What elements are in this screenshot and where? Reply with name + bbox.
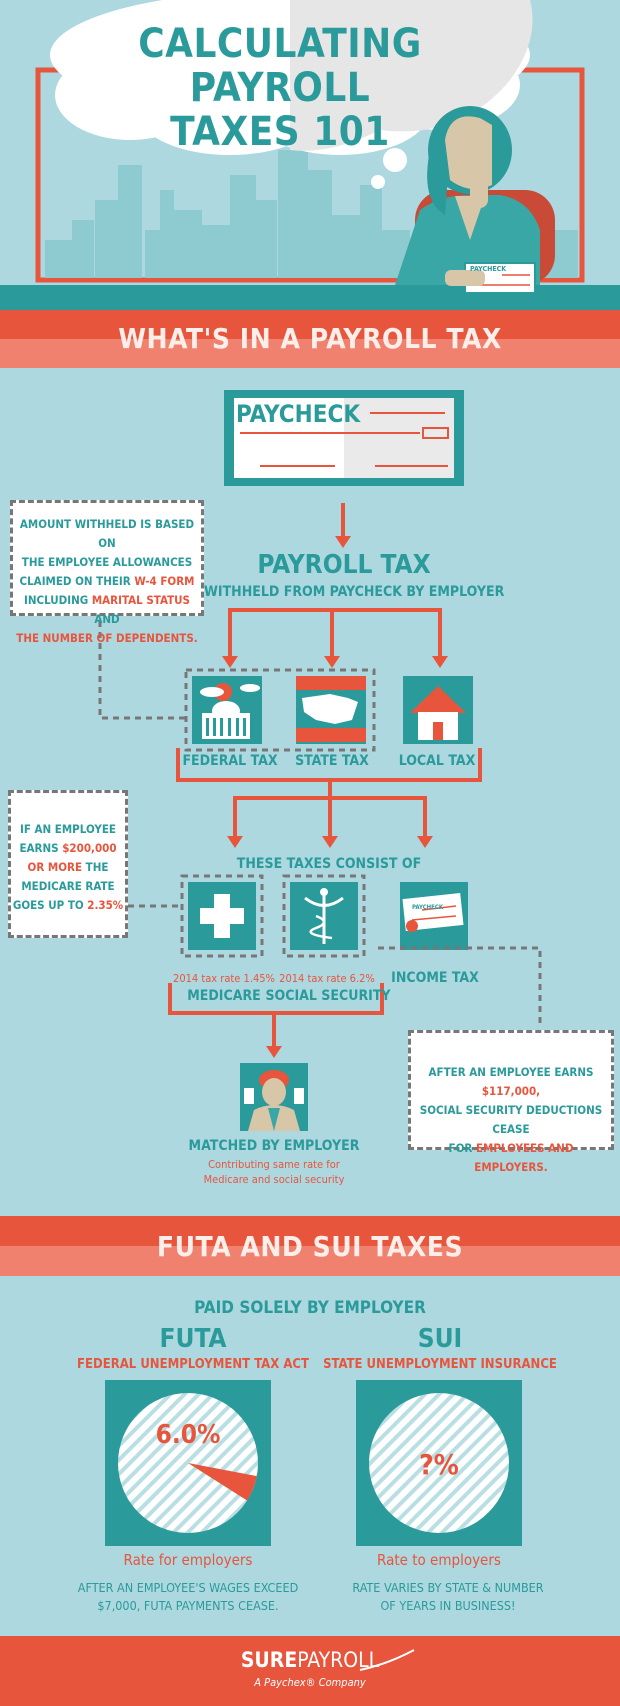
income-paycheck-label: PAYCHECK bbox=[412, 904, 444, 911]
medicare-rate: 2014 tax rate 1.45% bbox=[173, 972, 275, 985]
section1-title: WHAT'S IN A PAYROLL TAX bbox=[118, 322, 502, 355]
note-allowances: AMOUNT WITHHELD IS BASED ON THE EMPLOYEE… bbox=[10, 500, 204, 645]
futa-rate-caption: Rate for employers bbox=[123, 1551, 253, 1569]
paid-by-employer: PAID SOLELY BY EMPLOYER bbox=[194, 1298, 426, 1318]
sui-note2: OF YEARS IN BUSINESS! bbox=[380, 1598, 516, 1613]
hero-paycheck-label: PAYCHECK bbox=[470, 265, 507, 273]
futa-note2: $7,000, FUTA PAYMENTS CEASE. bbox=[97, 1598, 279, 1613]
section2-title: FUTA AND SUI TAXES bbox=[156, 1230, 464, 1263]
medicare-label: MEDICARE bbox=[187, 988, 261, 1004]
note-medicare: IF AN EMPLOYEE EARNS $200,000 OR MORE TH… bbox=[8, 790, 128, 938]
hero-illustration bbox=[0, 0, 620, 310]
state-tax-label: STATE TAX bbox=[295, 753, 369, 769]
futa-title: FUTA bbox=[159, 1324, 227, 1354]
hero-title: CALCULATING PAYROLL TAXES 101 bbox=[60, 22, 500, 154]
rate-pies bbox=[105, 1380, 522, 1546]
futa-subtitle: FEDERAL UNEMPLOYMENT TAX ACT bbox=[77, 1357, 309, 1372]
sui-rate: ?% bbox=[419, 1448, 459, 1481]
hero-title-line2: TAXES 101 bbox=[170, 109, 390, 155]
sui-subtitle: STATE UNEMPLOYMENT INSURANCE bbox=[323, 1357, 557, 1372]
section1-diagram bbox=[98, 390, 542, 1131]
federal-tax-label: FEDERAL TAX bbox=[182, 753, 278, 769]
payroll-tax-title: PAYROLL TAX bbox=[257, 550, 431, 580]
paycheck-label: PAYCHECK bbox=[236, 400, 361, 428]
income-tax-label: INCOME TAX bbox=[391, 970, 479, 986]
hero: CALCULATING PAYROLL TAXES 101 PAYCHECK bbox=[0, 0, 620, 310]
matched-sub1: Contributing same rate for bbox=[208, 1158, 340, 1171]
hero-title-line1: CALCULATING PAYROLL bbox=[138, 21, 422, 111]
local-tax-label: LOCAL TAX bbox=[398, 753, 476, 769]
matched-title: MATCHED BY EMPLOYER bbox=[188, 1138, 360, 1154]
consist-title: THESE TAXES CONSIST OF bbox=[236, 856, 422, 872]
section2-band: FUTA AND SUI TAXES bbox=[0, 1216, 620, 1276]
futa-rate-slice bbox=[188, 1463, 257, 1501]
futa-note1: AFTER AN EMPLOYEE'S WAGES EXCEED bbox=[77, 1580, 299, 1595]
payroll-tax-subtitle: WITHHELD FROM PAYCHECK BY EMPLOYER bbox=[204, 584, 505, 600]
sui-title: SUI bbox=[417, 1324, 463, 1354]
futa-rate: 6.0% bbox=[155, 1420, 221, 1450]
sui-note1: RATE VARIES BY STATE & NUMBER bbox=[352, 1580, 544, 1595]
sui-rate-caption: Rate to employers bbox=[377, 1551, 501, 1569]
brand-sure: SURE bbox=[240, 1648, 298, 1672]
matched-sub2: Medicare and social security bbox=[203, 1173, 345, 1186]
logo-swoosh-icon bbox=[359, 1649, 415, 1671]
footer-tagline: A Paychex® Company bbox=[254, 1676, 366, 1689]
social-security-label: SOCIAL SECURITY bbox=[265, 988, 391, 1004]
section1-band: WHAT'S IN A PAYROLL TAX bbox=[0, 310, 620, 368]
note-social-security: AFTER AN EMPLOYEE EARNS $117,000, SOCIAL… bbox=[408, 1030, 614, 1174]
footer: SUREPAYROLL A Paychex® Company bbox=[0, 1636, 620, 1706]
social-security-rate: 2014 tax rate 6.2% bbox=[279, 972, 375, 985]
footer-logo: SUREPAYROLL bbox=[0, 1648, 620, 1672]
